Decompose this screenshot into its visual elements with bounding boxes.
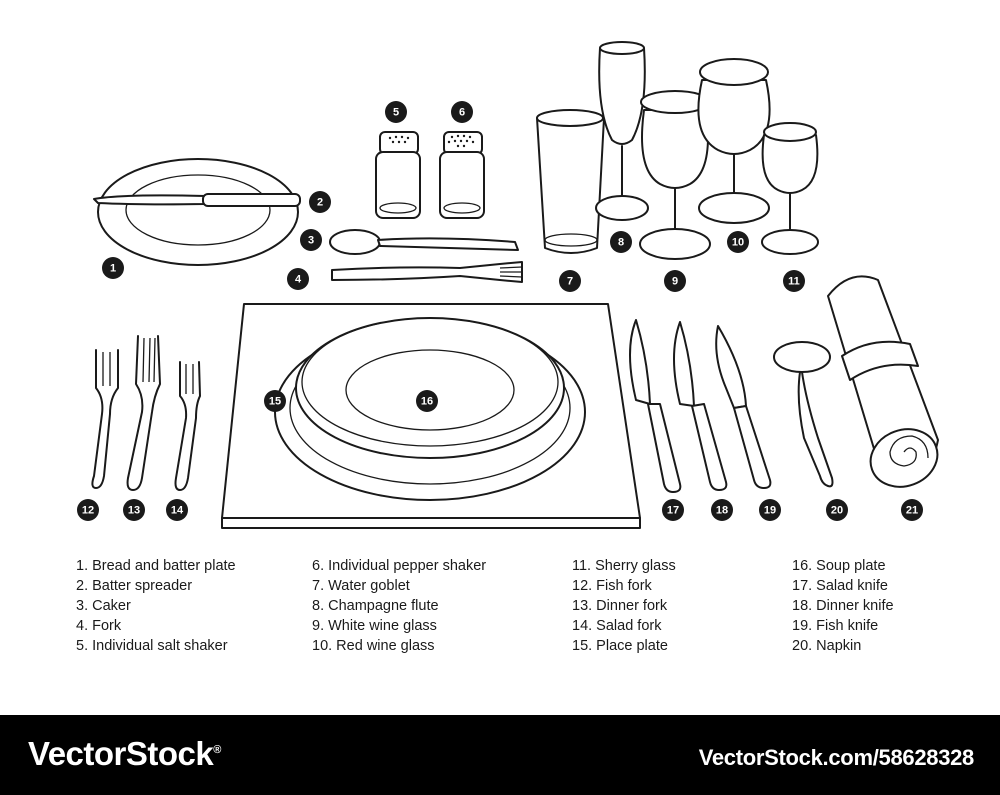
legend-item: 4. Fork xyxy=(76,618,122,634)
butter-spreader xyxy=(93,193,301,207)
marker-label: 9 xyxy=(672,276,678,288)
dinner-knife xyxy=(673,321,728,491)
marker-label: 13 xyxy=(128,505,140,517)
legend-item: 10. Red wine glass xyxy=(312,638,435,654)
marker-15: 15 xyxy=(264,390,286,412)
marker-21: 21 xyxy=(901,499,923,521)
registered-mark: ® xyxy=(213,744,221,756)
marker-label: 19 xyxy=(764,505,776,517)
marker-8: 8 xyxy=(610,231,632,253)
pepper-shaker xyxy=(439,131,485,219)
image-id: VectorStock.com/58628328 xyxy=(698,745,975,770)
legend-item: 1. Bread and batter plate xyxy=(76,558,236,574)
marker-9: 9 xyxy=(664,270,686,292)
marker-2: 2 xyxy=(309,191,331,213)
salad-knife xyxy=(629,319,682,493)
legend-item: 17. Salad knife xyxy=(792,578,888,594)
marker-label: 15 xyxy=(269,396,281,408)
marker-1: 1 xyxy=(102,257,124,279)
marker-20: 20 xyxy=(826,499,848,521)
marker-label: 6 xyxy=(459,107,465,119)
legend-item: 14. Salad fork xyxy=(572,618,662,634)
marker-6: 6 xyxy=(451,101,473,123)
marker-label: 16 xyxy=(421,396,433,408)
brand-name: VectorStock xyxy=(28,735,214,772)
marker-11: 11 xyxy=(783,270,805,292)
marker-label: 21 xyxy=(906,505,918,517)
legend-item: 13. Dinner fork xyxy=(572,598,668,614)
fish-knife xyxy=(715,325,772,489)
legend-column-1: 1. Bread and batter plate 2. Batter spre… xyxy=(76,556,236,656)
salt-shaker xyxy=(375,131,421,219)
caker-spoon xyxy=(329,229,519,255)
legend-item: 8. Champagne flute xyxy=(312,598,439,614)
watermark-footer: VectorStock® VectorStock.com/58628328 xyxy=(0,715,1000,795)
legend-item: 12. Fish fork xyxy=(572,578,652,594)
marker-label: 7 xyxy=(567,276,573,288)
marker-16: 16 xyxy=(416,390,438,412)
legend: 1. Bread and batter plate 2. Batter spre… xyxy=(0,556,1000,676)
water-goblet xyxy=(536,109,605,254)
marker-label: 17 xyxy=(667,505,679,517)
legend-item: 19. Fish knife xyxy=(792,618,879,634)
marker-14: 14 xyxy=(166,499,188,521)
marker-label: 14 xyxy=(171,505,184,517)
legend-column-4: 16. Soup plate 17. Salad knife 18. Dinne… xyxy=(792,556,894,656)
legend-item: 2. Batter spreader xyxy=(76,578,193,594)
legend-item: 15. Place plate xyxy=(572,638,668,654)
legend-item: 5. Individual salt shaker xyxy=(76,638,228,654)
legend-item: 6. Individual pepper shaker xyxy=(312,558,487,574)
marker-17: 17 xyxy=(662,499,684,521)
marker-label: 10 xyxy=(732,237,744,249)
white-wine-glass xyxy=(639,90,711,260)
marker-label: 1 xyxy=(110,263,116,275)
marker-label: 5 xyxy=(393,107,399,119)
dinner-fork xyxy=(126,335,161,491)
legend-item: 7. Water goblet xyxy=(312,578,410,594)
marker-label: 18 xyxy=(716,505,728,517)
legend-item: 18. Dinner knife xyxy=(792,598,894,614)
marker-10: 10 xyxy=(727,231,749,253)
marker-label: 11 xyxy=(788,276,800,288)
legend-item: 20. Napkin xyxy=(792,638,862,654)
marker-5: 5 xyxy=(385,101,407,123)
marker-label: 8 xyxy=(618,237,624,249)
marker-19: 19 xyxy=(759,499,781,521)
marker-18: 18 xyxy=(711,499,733,521)
legend-column-2: 6. Individual pepper shaker 7. Water gob… xyxy=(312,556,486,656)
marker-label: 4 xyxy=(295,274,302,286)
marker-label: 12 xyxy=(82,505,94,517)
brand-logo: VectorStock® xyxy=(28,735,221,773)
marker-label: 20 xyxy=(831,505,843,517)
legend-item: 3. Caker xyxy=(76,598,131,614)
sherry-glass xyxy=(761,122,819,255)
top-fork xyxy=(331,261,523,283)
salad-fork xyxy=(174,361,201,491)
marker-label: 3 xyxy=(308,235,314,247)
bread-plate xyxy=(97,158,299,266)
legend-item: 9. White wine glass xyxy=(312,618,437,634)
legend-item: 16. Soup plate xyxy=(792,558,886,574)
napkin-roll xyxy=(827,275,939,488)
red-wine-glass xyxy=(697,58,771,224)
marker-7: 7 xyxy=(559,270,581,292)
fish-fork xyxy=(91,349,119,489)
marker-12: 12 xyxy=(77,499,99,521)
marker-label: 2 xyxy=(317,197,323,209)
table-spoon xyxy=(773,341,834,488)
marker-4: 4 xyxy=(287,268,309,290)
champagne-flute xyxy=(595,41,649,221)
soup-plate xyxy=(295,317,565,459)
legend-column-3: 11. Sherry glass 12. Fish fork 13. Dinne… xyxy=(572,556,676,656)
marker-13: 13 xyxy=(123,499,145,521)
legend-item: 11. Sherry glass xyxy=(572,558,676,574)
marker-3: 3 xyxy=(300,229,322,251)
